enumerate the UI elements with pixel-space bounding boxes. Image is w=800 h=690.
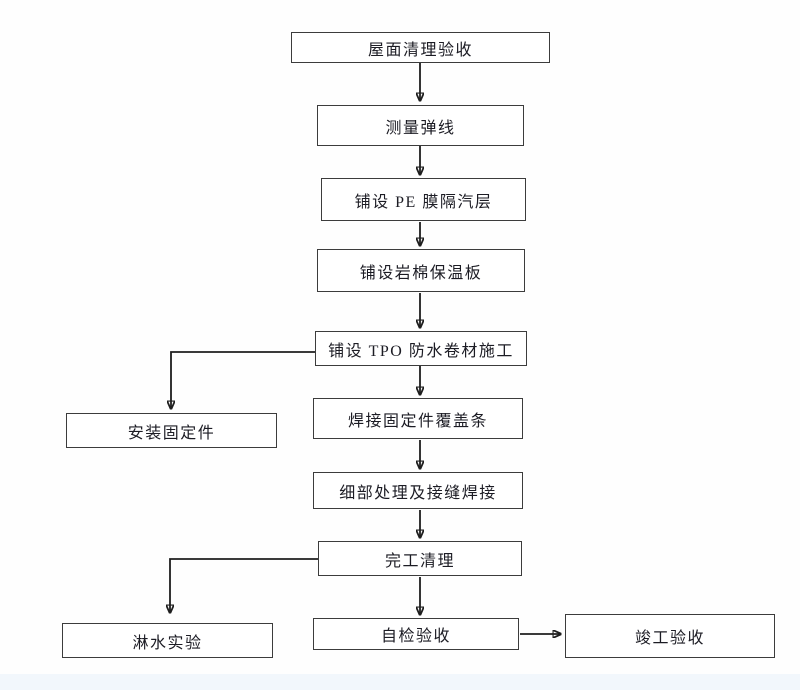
bottom-tint-strip (0, 674, 800, 690)
node-detail-treatment-seam-welding: 细部处理及接缝焊接 (313, 472, 523, 509)
node-roof-cleaning-acceptance: 屋面清理验收 (291, 32, 550, 63)
node-lay-pe-film-vapor-barrier: 铺设 PE 膜隔汽层 (321, 178, 526, 221)
node-label: 细部处理及接缝焊接 (339, 484, 497, 502)
node-water-spray-test: 淋水实验 (62, 623, 273, 658)
connector-tpo-to-install-fasteners (171, 351, 315, 409)
node-label: 自检验收 (380, 628, 451, 645)
node-label: 焊接固定件覆盖条 (347, 412, 488, 430)
node-label: 铺设 TPO 防水卷材施工 (328, 342, 514, 360)
node-label: 铺设岩棉保温板 (359, 264, 483, 282)
node-label: 竣工验收 (634, 630, 705, 647)
node-lay-tpo-waterproof-membrane: 铺设 TPO 防水卷材施工 (315, 331, 527, 366)
node-install-fasteners: 安装固定件 (66, 413, 277, 448)
node-completion-cleanup: 完工清理 (318, 541, 522, 576)
connector-cleanup-to-water-spray-test (170, 558, 318, 613)
node-measure-snap-lines: 测量弹线 (317, 105, 524, 146)
node-label: 安装固定件 (127, 424, 216, 442)
node-self-inspection-acceptance: 自检验收 (313, 618, 519, 650)
node-label: 测量弹线 (385, 119, 456, 137)
node-label: 淋水实验 (132, 634, 203, 652)
node-label: 屋面清理验收 (367, 41, 473, 59)
node-lay-rock-wool-insulation: 铺设岩棉保温板 (317, 249, 525, 292)
node-label: 完工清理 (384, 552, 455, 570)
node-weld-fastener-cover-strips: 焊接固定件覆盖条 (313, 398, 523, 439)
node-final-completion-acceptance: 竣工验收 (565, 614, 775, 658)
node-label: 铺设 PE 膜隔汽层 (354, 193, 493, 211)
